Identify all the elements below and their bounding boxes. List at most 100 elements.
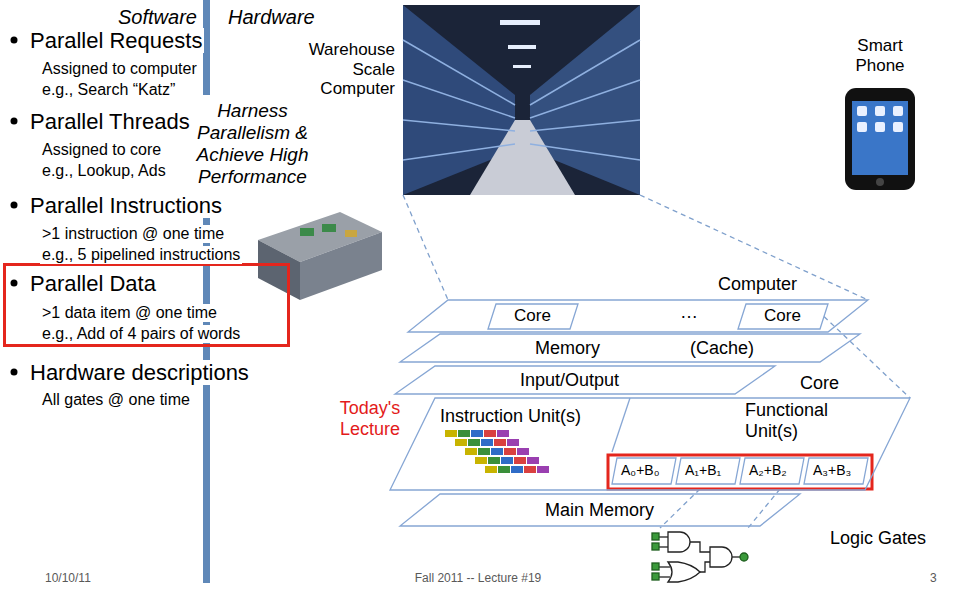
core-plane: CoreInstruction Unit(s)Functional Unit(s…: [390, 398, 910, 490]
pipeline-picture: [471, 430, 483, 437]
bullet-heading: Hardware descriptions: [28, 360, 251, 385]
pipeline-picture: [501, 457, 513, 464]
pipeline-picture: [471, 430, 523, 473]
box-text: Core: [514, 306, 551, 326]
pipeline-picture: [498, 466, 510, 473]
box-text: A₀+B₀: [621, 462, 659, 478]
warehouse-photo: [513, 65, 531, 68]
warehouse-photo: [530, 40, 640, 105]
warehouse-photo: [500, 20, 540, 25]
phone-picture: [876, 178, 884, 186]
pipeline-picture: [475, 457, 487, 464]
footer-date: 10/10/11: [45, 572, 91, 586]
logic-gates-picture: [659, 566, 670, 567]
pipeline-picture: [497, 430, 549, 473]
io-plane: Input/Output: [395, 366, 775, 394]
logic-gates-picture: [659, 576, 670, 577]
server-photo: [300, 228, 314, 236]
phone-picture: [845, 88, 915, 190]
computer-plane: ComputerCoreCore: [408, 300, 868, 332]
box-text: Input/Output: [520, 370, 619, 391]
box-text: e.g., Add of 4 pairs of words: [40, 325, 242, 343]
layer-heading: Computer: [718, 274, 797, 295]
plane-outline: [740, 458, 804, 484]
plane-outline: [738, 304, 828, 329]
picture-label: Smart Phone: [850, 36, 910, 75]
bullet-heading: Parallel Instructions: [28, 193, 224, 218]
logic-gates-picture: [668, 532, 690, 552]
box-text: Functional Unit(s): [745, 400, 840, 441]
pipeline-picture: [445, 430, 549, 473]
logic-gates-picture: [659, 536, 668, 537]
warehouse-photo: [530, 80, 640, 118]
plane-outline: [395, 366, 775, 394]
box-text: A₃+B₃: [813, 462, 851, 478]
warehouse-photo: [403, 5, 640, 195]
logic-gates-picture: [652, 573, 659, 580]
logic-gates-picture: [732, 556, 740, 557]
lecture-marker: Today's Lecture: [328, 398, 412, 439]
logic-gates-picture: [652, 533, 748, 580]
pipeline-picture: [494, 439, 506, 446]
pipeline-picture: [458, 430, 470, 437]
warehouse-photo: [403, 40, 640, 160]
bullet: [11, 37, 18, 376]
warehouse-photo: [403, 40, 515, 105]
pipeline-picture: [445, 430, 497, 473]
highlight-box: Parallel Data>1 data item @ one timee.g.…: [3, 263, 290, 347]
warehouse-photo: [403, 144, 515, 160]
zoom-line: [660, 489, 700, 528]
core-box: Core: [738, 304, 828, 329]
logic-gates-picture: [659, 546, 668, 547]
adder-cell: A₂+B₂: [740, 458, 804, 484]
phone-picture: [893, 122, 903, 132]
box-text: Core: [764, 306, 801, 326]
memory-plane: Main Memory: [400, 494, 800, 526]
server-photo: [258, 240, 300, 300]
phone-picture: [893, 106, 903, 116]
adder-cell: A₁+B₁: [676, 458, 740, 484]
pipeline-picture: [514, 457, 526, 464]
box-text: A₂+B₂: [749, 462, 787, 478]
page-number: 3: [930, 572, 937, 586]
pipeline-picture: [497, 430, 509, 437]
plane-outline: [804, 458, 868, 484]
footer-title: Fall 2011 -- Lecture #19: [378, 572, 578, 586]
bullet-text: All gates @ one time: [40, 391, 192, 409]
phone-picture: [857, 106, 903, 132]
plane-outline: [408, 300, 868, 332]
pipeline-picture: [527, 457, 539, 464]
logic-gates-picture: [668, 562, 700, 582]
pipeline-picture: [484, 430, 536, 473]
pipeline-picture: [458, 430, 510, 473]
plane-outline: [488, 304, 578, 329]
logic-gates-picture: [652, 563, 659, 570]
plane-outline: [612, 458, 676, 484]
unit-divider: [612, 398, 630, 452]
pipeline-picture: [481, 439, 493, 446]
zoom-line: [403, 195, 448, 300]
box-text: Main Memory: [545, 500, 654, 521]
plane-outline: [400, 334, 860, 362]
bullet: [11, 37, 18, 44]
bullet: [11, 369, 18, 376]
highlight-box: [608, 455, 872, 489]
core-box: Core: [488, 304, 578, 329]
pipeline-picture: [491, 448, 503, 455]
plane-outline: [400, 334, 860, 362]
phone-picture: [875, 106, 885, 116]
logic-gates-picture: [710, 547, 732, 567]
pipeline-picture: [537, 466, 549, 473]
tagline: Harness Parallelism & Achieve High Perfo…: [190, 100, 315, 187]
pipeline-picture: [445, 430, 457, 437]
logic-gates-picture: [700, 562, 710, 572]
bullet-text: Assigned to computer: [40, 60, 199, 78]
bullet-text: >1 instruction @ one time: [40, 225, 226, 243]
pipeline-picture: [511, 466, 523, 473]
bullet-heading: Parallel Threads: [28, 109, 192, 134]
bullet: [11, 202, 18, 209]
warehouse-photo: [403, 80, 515, 118]
plane-outline: [390, 398, 910, 490]
box-text: Instruction Unit(s): [440, 406, 581, 427]
